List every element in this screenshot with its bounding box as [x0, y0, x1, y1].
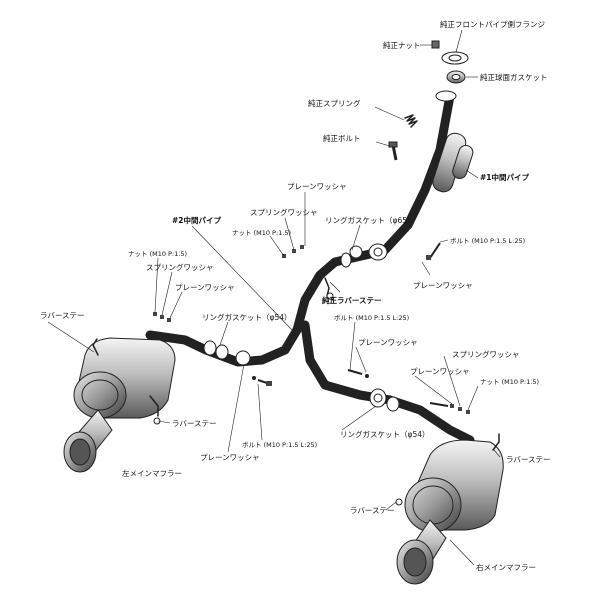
label-genuine-rubber-stay: 純正ラバーステー [322, 295, 382, 305]
label-spring-washer-right: スプリングワッシャ [452, 349, 520, 359]
right-bolt-small [347, 369, 369, 378]
label-left-main-muffler: 左メインマフラー [122, 468, 182, 478]
label-mid-pipe-1: #1中間パイプ [480, 172, 530, 182]
label-rubber-stay-right: ラバーステー [506, 455, 551, 464]
left-flange [203, 340, 251, 366]
right-flange [369, 388, 400, 412]
label-nut-left: ナット (M10 P:1.5) [128, 250, 187, 258]
label-rubber-stay-left-top: ラバーステー [40, 311, 85, 320]
left-main-muffler [63, 337, 176, 473]
front-flange [441, 51, 469, 65]
label-rubber-stay-left-low: ラバーステー [172, 419, 217, 428]
label-plain-washer-right: プレーンワッシャ [413, 281, 473, 290]
label-bolt-center: ボルト (M10 P:1.5 L:25) [334, 314, 409, 322]
genuine-bolt [388, 141, 398, 161]
right-nut-set [429, 402, 470, 414]
label-plain-washer-top: プレーンワッシャ [287, 182, 347, 191]
genuine-spring [404, 114, 418, 128]
label-plain-washer-bottom: プレーンワッシャ [200, 453, 260, 462]
label-ball-gasket: 純正球面ガスケット [480, 72, 548, 82]
label-spring-washer-left: スプリングワッシャ [146, 262, 214, 272]
callout-labels: 純正フロントパイプ側フランジ 純正ナット 純正球面ガスケット 純正スプリング 純… [40, 19, 551, 572]
label-genuine-nut: 純正ナット [383, 40, 421, 50]
upper-flange [435, 90, 457, 102]
label-nut-right: ナット (M10 P:1.5) [480, 378, 539, 386]
mid-pipe-1-resonator [432, 132, 474, 193]
label-genuine-spring: 純正スプリング [308, 98, 361, 108]
genuine-rubber-stay [324, 277, 334, 301]
label-right-main-muffler: 右メインマフラー [476, 562, 536, 572]
label-front-flange: 純正フロントパイプ側フランジ [440, 19, 545, 29]
label-plain-washer-center: プレーンワッシャ [358, 338, 418, 347]
bolt-right-upper [426, 242, 441, 260]
genuine-nut [431, 40, 440, 49]
label-nut-center: ナット (M10 P:1.5) [232, 229, 291, 237]
label-ring-gasket-54-right: リングガスケット（φ54） [340, 429, 430, 439]
label-genuine-bolt: 純正ボルト [323, 133, 361, 143]
label-plain-washer-right2: プレーンワッシャ [410, 367, 470, 376]
label-ring-gasket-65: リングガスケット（φ65） [325, 215, 415, 225]
label-bolt-right: ボルト (M10 P:1.5 L:25) [450, 237, 525, 245]
label-bolt-bottom: ボルト (M10 P:1.5 L:25) [242, 441, 317, 449]
label-rubber-stay-bottom: ラバーステー [350, 506, 395, 515]
center-nut-set [282, 245, 304, 258]
left-nut-set [153, 312, 171, 322]
center-flange [340, 243, 388, 268]
label-plain-washer-left: プレーンワッシャ [175, 283, 235, 292]
right-main-muffler [395, 433, 504, 585]
label-mid-pipe-2: #2中間パイプ [172, 215, 222, 225]
label-spring-washer-top: スプリングワッシャ [250, 207, 318, 217]
leader-lines [47, 29, 501, 566]
label-ring-gasket-54-left: リングガスケット（φ54） [202, 312, 292, 322]
left-bolt-set [252, 376, 272, 386]
ball-gasket [446, 70, 466, 84]
